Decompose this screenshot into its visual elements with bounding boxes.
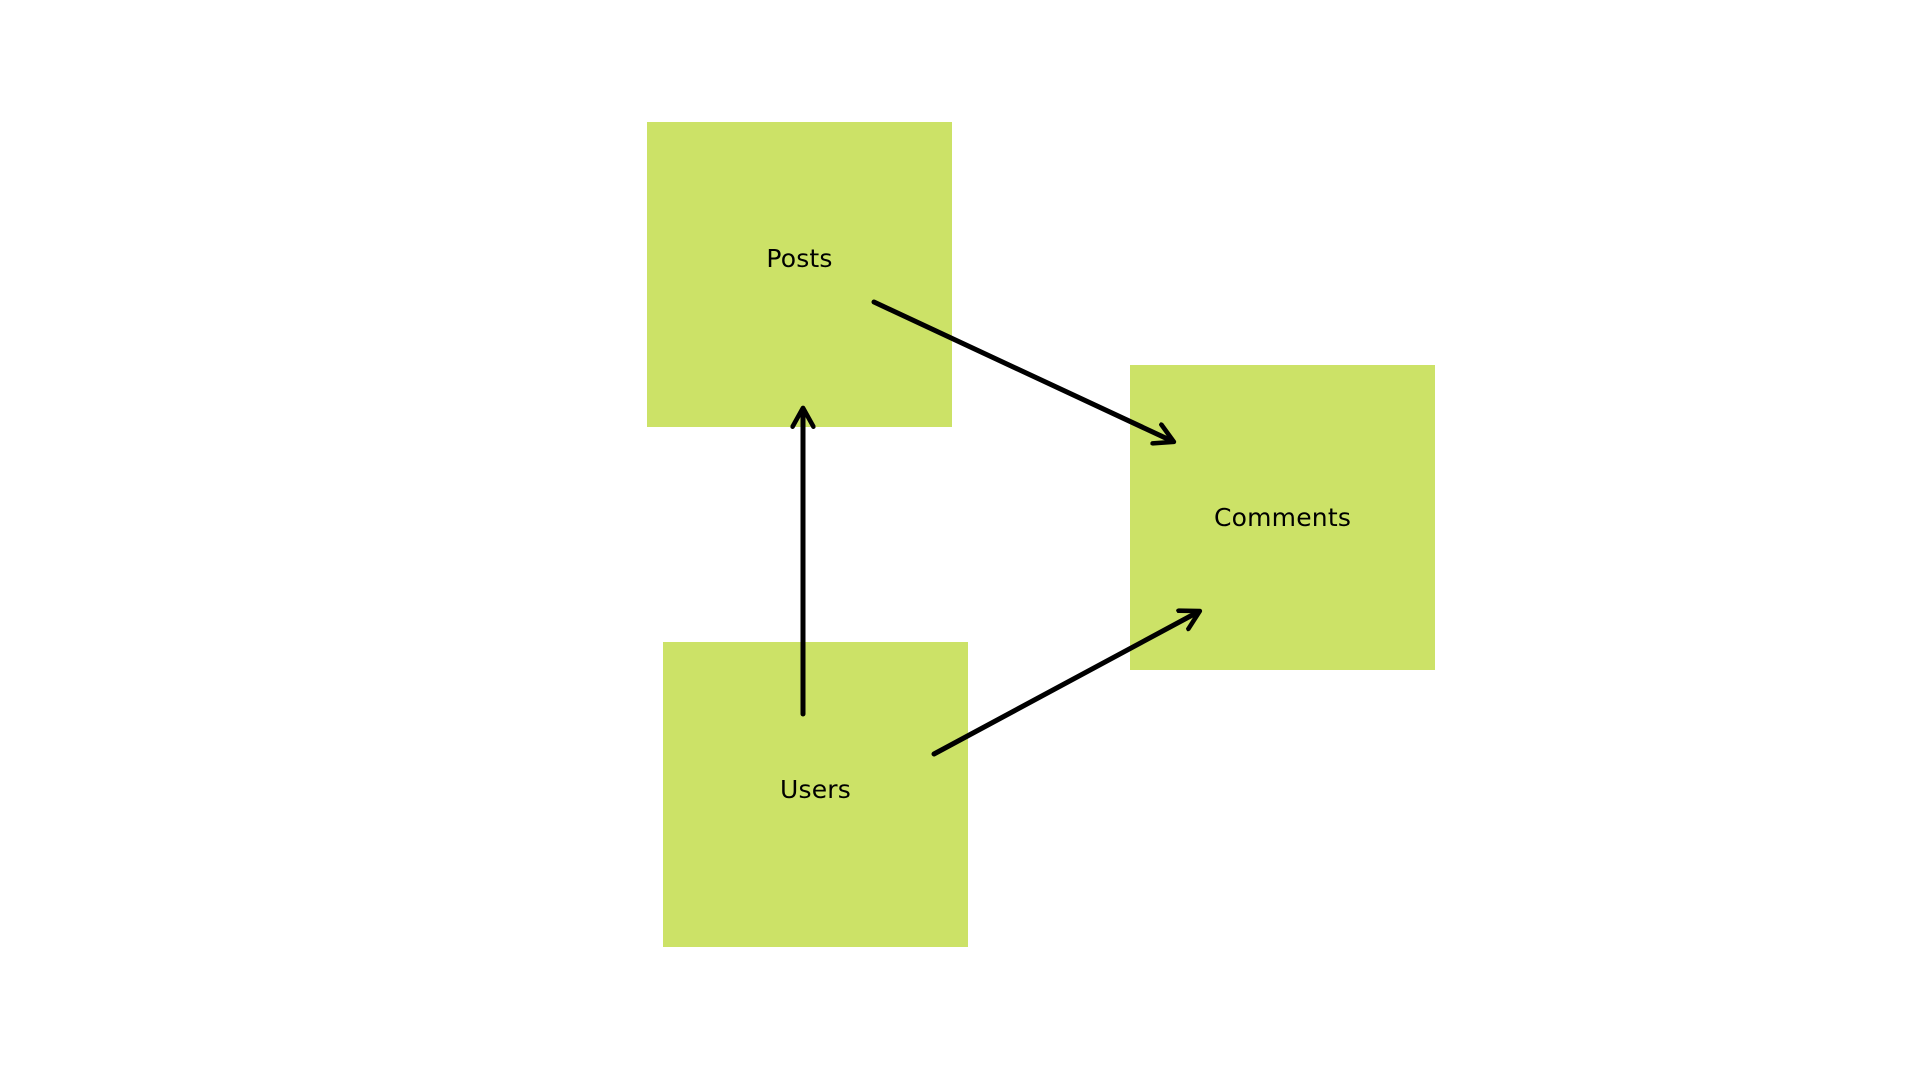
node-comments[interactable]: Comments: [1130, 365, 1435, 670]
node-users[interactable]: Users: [663, 642, 968, 947]
node-comments-label: Comments: [1213, 502, 1352, 532]
node-users-label: Users: [779, 775, 851, 804]
node-posts[interactable]: Posts: [647, 122, 952, 427]
node-posts-label: Posts: [766, 244, 833, 273]
